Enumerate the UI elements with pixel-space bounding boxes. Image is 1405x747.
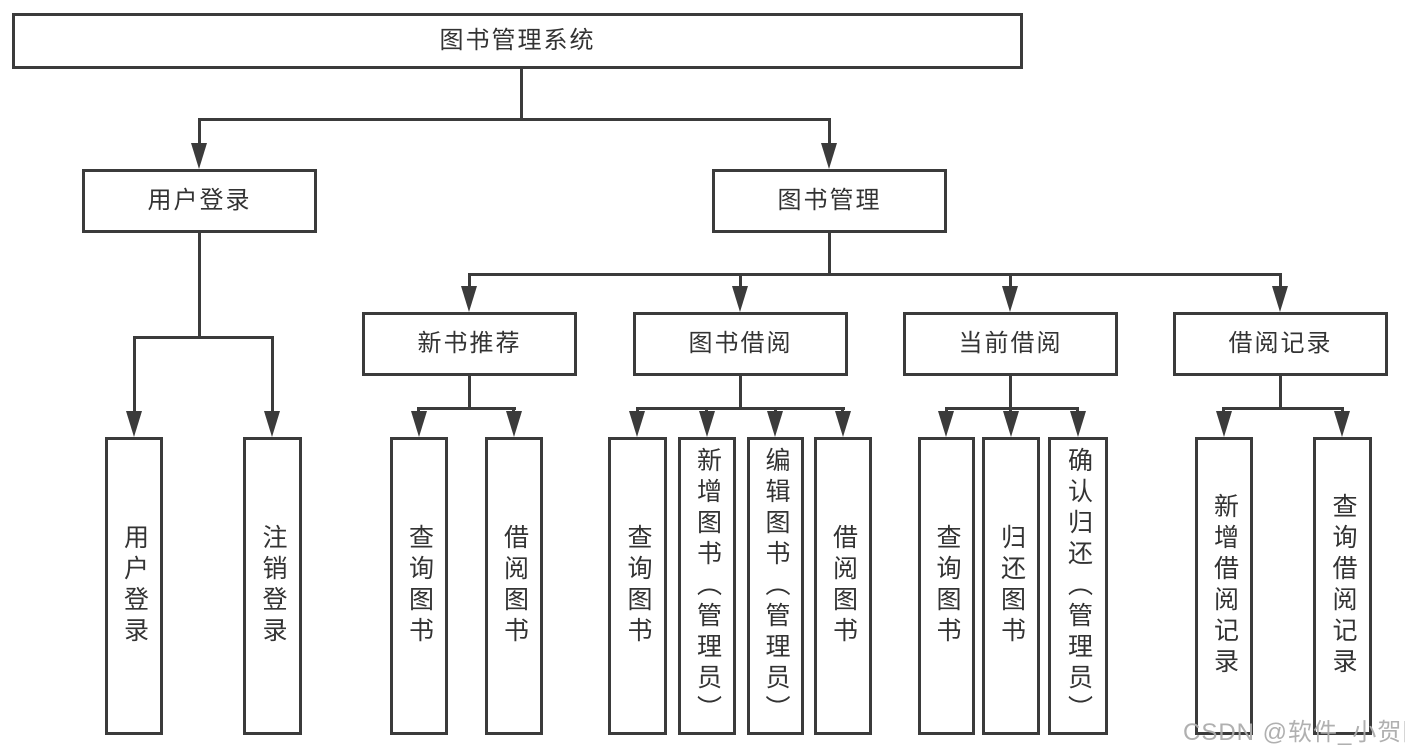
arrowhead-B1	[629, 411, 645, 437]
connector-groupB-trunk	[739, 376, 742, 410]
connector-bookmgmt-trunk	[828, 233, 831, 276]
connector-groupA-trunk	[468, 376, 471, 410]
connector-stub-leaf-user-login	[133, 336, 136, 414]
arrowhead-new-recommend	[461, 286, 477, 312]
node-book-management: 图书管理	[712, 169, 947, 233]
connector-userlogin-spread	[133, 336, 274, 339]
arrowhead-current-borrow	[1002, 286, 1018, 312]
arrowhead-B4	[835, 411, 851, 437]
connector-root-trunk	[520, 69, 523, 121]
connector-stub-leaf-logout	[271, 336, 274, 414]
leaf-query-books-current: 查询图书	[918, 437, 975, 735]
node-new-book-recommend: 新书推荐	[362, 312, 577, 376]
leaf-query-books-recommend: 查询图书	[390, 437, 448, 735]
leaf-query-books-borrow: 查询图书	[608, 437, 667, 735]
arrowhead-borrow-records	[1272, 286, 1288, 312]
arrowhead-leaf-logout	[264, 411, 280, 437]
arrowhead-C2	[1003, 411, 1019, 437]
arrowhead-user-login	[191, 143, 207, 169]
leaf-add-borrow-record: 新增借阅记录	[1195, 437, 1253, 735]
leaf-borrow-books-recommend: 借阅图书	[485, 437, 543, 735]
leaf-confirm-return-admin: 确认归还（管理员）	[1048, 437, 1108, 735]
arrowhead-A2	[506, 411, 522, 437]
leaf-logout: 注销登录	[243, 437, 302, 735]
connector-groupC-trunk	[1009, 376, 1012, 410]
connector-stub-borrow-records	[1279, 273, 1282, 289]
node-current-borrow: 当前借阅	[903, 312, 1118, 376]
connector-stub-user-login	[198, 118, 201, 146]
connector-groupD-trunk	[1279, 376, 1282, 410]
node-book-borrow: 图书借阅	[633, 312, 848, 376]
connector-groupD-spread	[1222, 407, 1343, 410]
arrowhead-C3	[1070, 411, 1086, 437]
arrowhead-leaf-user-login	[126, 411, 142, 437]
arrowhead-book-borrow	[732, 286, 748, 312]
node-user-login: 用户登录	[82, 169, 317, 233]
leaf-edit-books-admin: 编辑图书（管理员）	[747, 437, 804, 735]
connector-groupA-spread	[417, 407, 516, 410]
leaf-borrow-books: 借阅图书	[814, 437, 872, 735]
connector-userlogin-trunk	[198, 233, 201, 339]
connector-stub-new-recommend	[468, 273, 471, 289]
arrowhead-D1	[1216, 411, 1232, 437]
connector-groupC-spread	[945, 407, 1079, 410]
node-borrow-records: 借阅记录	[1173, 312, 1388, 376]
arrowhead-book-management	[821, 143, 837, 169]
connector-bookmgmt-spread	[468, 273, 1282, 276]
connector-stub-book-borrow	[739, 273, 742, 289]
arrowhead-A1	[411, 411, 427, 437]
leaf-add-books-admin: 新增图书（管理员）	[678, 437, 736, 735]
arrowhead-C1	[938, 411, 954, 437]
arrowhead-D2	[1334, 411, 1350, 437]
connector-stub-book-management	[828, 118, 831, 146]
leaf-return-books: 归还图书	[982, 437, 1040, 735]
leaf-query-borrow-record: 查询借阅记录	[1313, 437, 1372, 735]
arrowhead-B3	[767, 411, 783, 437]
connector-stub-current-borrow	[1009, 273, 1012, 289]
csdn-watermark: CSDN @软件_小贺同学	[1183, 719, 1405, 746]
arrowhead-B2	[699, 411, 715, 437]
connector-groupB-spread	[636, 407, 845, 410]
connector-root-spread	[198, 118, 831, 121]
leaf-user-login: 用户登录	[105, 437, 163, 735]
node-library-system: 图书管理系统	[12, 13, 1023, 69]
